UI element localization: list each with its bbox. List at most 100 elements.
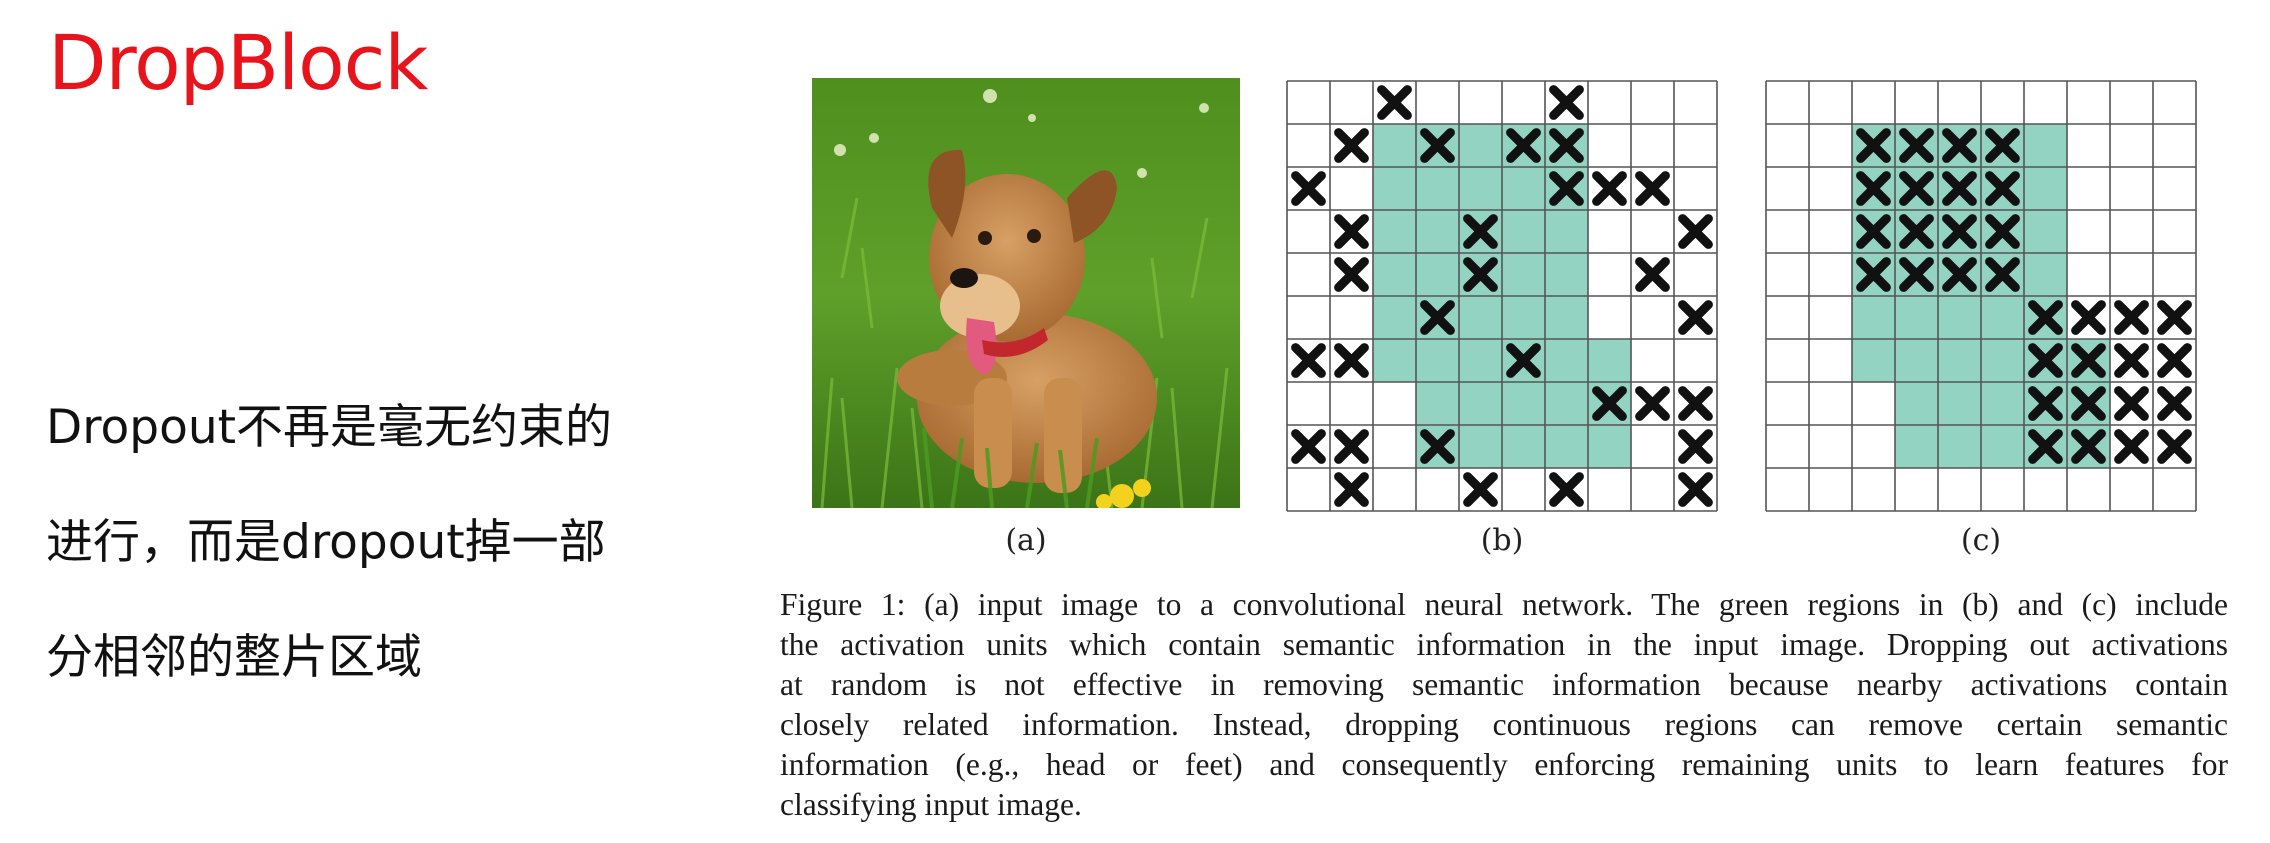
bullet-text-line-1: Dropout不再是毫无约束的: [46, 400, 613, 455]
semantic-cell: [1938, 339, 1981, 382]
dropped-unit-x-icon: [1549, 472, 1584, 507]
semantic-cell: [1459, 339, 1502, 382]
semantic-cell: [1981, 382, 2024, 425]
dropped-unit-x-icon: [1678, 386, 1713, 421]
semantic-cell: [1895, 339, 1938, 382]
dropped-unit-x-icon: [1942, 171, 1977, 206]
grid-panel-c: [1765, 80, 2197, 512]
semantic-cell: [1416, 167, 1459, 210]
dropped-unit-x-icon: [1592, 386, 1627, 421]
semantic-cell: [1373, 253, 1416, 296]
caption-line: information (e.g., head or feet) and con…: [780, 747, 2228, 782]
semantic-cell: [1545, 339, 1588, 382]
semantic-cell: [1588, 425, 1631, 468]
dropped-unit-x-icon: [2028, 300, 2063, 335]
dropped-unit-x-icon: [1635, 257, 1670, 292]
dropped-unit-x-icon: [1291, 343, 1326, 378]
dropped-unit-x-icon: [2157, 343, 2192, 378]
bullet-text-line-2: 进行，而是dropout掉一部: [46, 515, 606, 570]
dropped-unit-x-icon: [1549, 85, 1584, 120]
semantic-cell: [1373, 210, 1416, 253]
semantic-cell: [1459, 296, 1502, 339]
figure-caption: Figure 1: (a) input image to a convoluti…: [780, 585, 2228, 825]
semantic-cell: [2024, 124, 2067, 167]
dropped-unit-x-icon: [2071, 300, 2106, 335]
dropped-unit-x-icon: [1678, 429, 1713, 464]
semantic-cell: [1416, 210, 1459, 253]
dropped-unit-x-icon: [2157, 386, 2192, 421]
dropped-unit-x-icon: [2114, 386, 2149, 421]
dog-photo: [812, 78, 1240, 508]
semantic-cell: [1938, 382, 1981, 425]
dropped-unit-x-icon: [1291, 429, 1326, 464]
semantic-cell: [1373, 124, 1416, 167]
dropped-unit-x-icon: [2157, 429, 2192, 464]
dropped-unit-x-icon: [1592, 171, 1627, 206]
dropped-unit-x-icon: [1635, 171, 1670, 206]
caption-line: at random is not effective in removing s…: [780, 667, 2228, 702]
semantic-cell: [1502, 167, 1545, 210]
semantic-cell: [1416, 382, 1459, 425]
dropped-unit-x-icon: [1549, 171, 1584, 206]
semantic-cell: [1852, 296, 1895, 339]
caption-line: classifying input image.: [780, 787, 1082, 822]
dropped-unit-x-icon: [1985, 171, 2020, 206]
semantic-cell: [1459, 124, 1502, 167]
semantic-cell: [1545, 253, 1588, 296]
semantic-cell: [1545, 296, 1588, 339]
semantic-cell: [1938, 425, 1981, 468]
dropped-unit-x-icon: [2157, 300, 2192, 335]
dropped-unit-x-icon: [1678, 214, 1713, 249]
semantic-cell: [1502, 253, 1545, 296]
semantic-cell: [1373, 167, 1416, 210]
slide-title: DropBlock: [48, 18, 428, 107]
dropped-unit-x-icon: [1549, 128, 1584, 163]
dropped-unit-x-icon: [1942, 257, 1977, 292]
dropped-unit-x-icon: [2114, 300, 2149, 335]
dropped-unit-x-icon: [1420, 128, 1455, 163]
semantic-cell: [1459, 167, 1502, 210]
dropped-unit-x-icon: [1463, 472, 1498, 507]
semantic-cell: [1459, 425, 1502, 468]
panel-label-a: (a): [1005, 523, 1047, 558]
dropped-unit-x-icon: [1635, 386, 1670, 421]
dropped-unit-x-icon: [2028, 343, 2063, 378]
dropped-unit-x-icon: [1463, 257, 1498, 292]
dropped-unit-x-icon: [1856, 214, 1891, 249]
dropped-unit-x-icon: [1856, 257, 1891, 292]
dropped-unit-x-icon: [2028, 429, 2063, 464]
semantic-cell: [1895, 382, 1938, 425]
dropped-unit-x-icon: [1899, 128, 1934, 163]
dropped-unit-x-icon: [1899, 214, 1934, 249]
dropped-unit-x-icon: [1856, 171, 1891, 206]
semantic-cell: [1895, 425, 1938, 468]
dropped-unit-x-icon: [1506, 343, 1541, 378]
dropped-unit-x-icon: [1856, 128, 1891, 163]
semantic-cell: [1502, 382, 1545, 425]
grid-panel-b: [1286, 80, 1718, 512]
dropped-unit-x-icon: [1942, 214, 1977, 249]
dropped-unit-x-icon: [1420, 429, 1455, 464]
dropped-unit-x-icon: [1678, 300, 1713, 335]
semantic-cell: [1416, 339, 1459, 382]
caption-line: Figure 1: (a) input image to a convoluti…: [780, 587, 2228, 622]
dropped-unit-x-icon: [1942, 128, 1977, 163]
dropped-unit-x-icon: [2071, 429, 2106, 464]
dropped-unit-x-icon: [1334, 128, 1369, 163]
semantic-cell: [1545, 210, 1588, 253]
dropped-unit-x-icon: [2114, 429, 2149, 464]
dropped-unit-x-icon: [1463, 214, 1498, 249]
semantic-cell: [1938, 296, 1981, 339]
semantic-cell: [1895, 296, 1938, 339]
semantic-cell: [1373, 296, 1416, 339]
dropped-unit-x-icon: [1377, 85, 1412, 120]
semantic-cell: [2024, 253, 2067, 296]
semantic-cell: [1981, 296, 2024, 339]
panel-label-b: (b): [1480, 523, 1524, 558]
dropped-unit-x-icon: [1334, 429, 1369, 464]
dropped-unit-x-icon: [2028, 386, 2063, 421]
dropped-unit-x-icon: [1334, 472, 1369, 507]
caption-line: closely related information. Instead, dr…: [780, 707, 2228, 742]
dropped-unit-x-icon: [1678, 472, 1713, 507]
dropped-unit-x-icon: [1899, 171, 1934, 206]
